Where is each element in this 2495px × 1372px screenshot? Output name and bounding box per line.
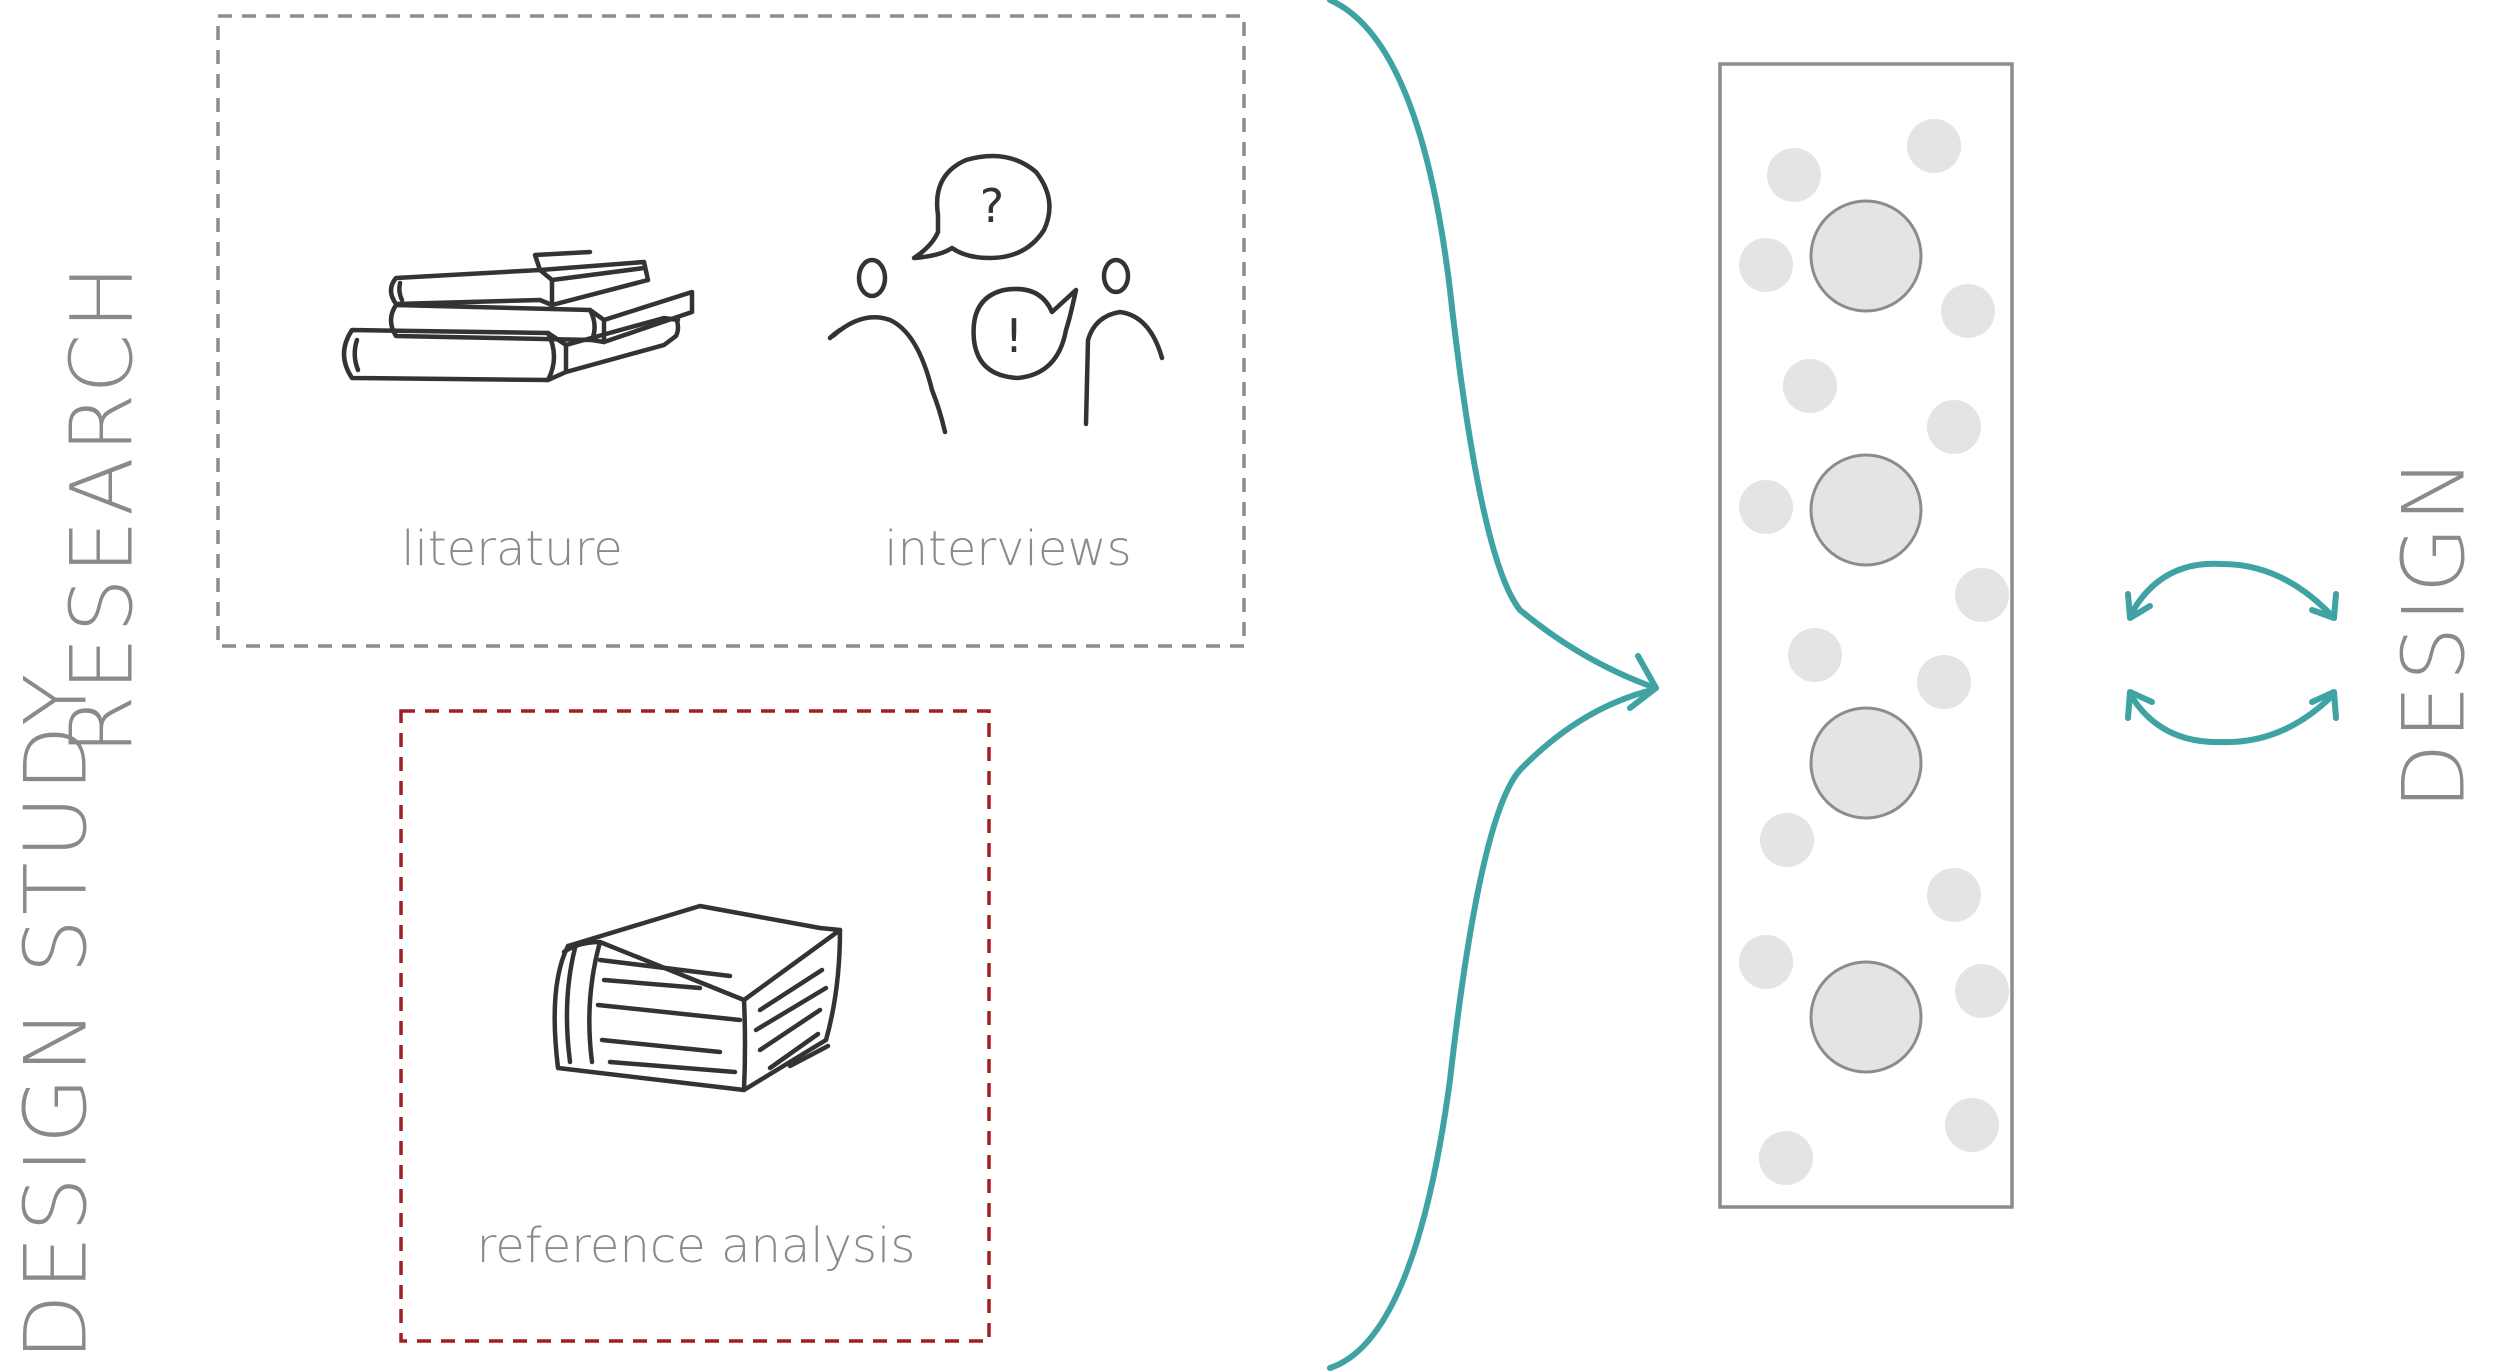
- cycle-arrowhead-top-left: [2125, 591, 2153, 621]
- question-mark: ?: [980, 179, 1004, 233]
- cycle-arrowhead-bottom-right: [2309, 689, 2339, 721]
- small-circle: [1783, 359, 1837, 413]
- literature-caption: literature: [401, 521, 623, 577]
- large-circles: [1809, 199, 1923, 1074]
- flow-arrow-bottom: [1327, 687, 1655, 1371]
- cycle-arc-bottom: [2127, 691, 2337, 746]
- small-circle: [1739, 238, 1793, 292]
- small-circle: [1739, 480, 1793, 534]
- small-circle: [1739, 935, 1793, 989]
- large-circle: [1809, 960, 1923, 1074]
- thick-book-icon: [552, 903, 843, 1093]
- small-circle: [1788, 628, 1842, 682]
- flow-arrow-top: [1327, 0, 1653, 689]
- large-circle: [1809, 706, 1923, 820]
- small-circle: [1945, 1098, 1999, 1152]
- cycle-arrowhead-top-right: [2309, 591, 2339, 621]
- design-study-box: [399, 709, 991, 1343]
- interviews-caption: interviews: [884, 521, 1131, 577]
- research-box: [216, 14, 1246, 648]
- book-stack-icon: [341, 249, 695, 383]
- small-circle: [1927, 868, 1981, 922]
- small-circle: [1760, 813, 1814, 867]
- small-circle: [1767, 148, 1821, 202]
- conversation-icon: [827, 153, 1165, 435]
- large-circle: [1809, 199, 1923, 313]
- flow-arrowhead: [1627, 653, 1659, 711]
- small-circle: [1917, 655, 1971, 709]
- small-circles: [1739, 119, 2009, 1185]
- small-circle: [1927, 400, 1981, 454]
- exclamation-mark: !: [1005, 309, 1023, 363]
- small-circle: [1907, 119, 1961, 173]
- design-study-label: DESIGN STUDY: [7, 670, 107, 1361]
- small-circle: [1955, 568, 2009, 622]
- cycle-arrowhead-bottom-left: [2125, 689, 2155, 721]
- iteration-cycle-icon: [2125, 560, 2339, 746]
- small-circle: [1955, 964, 2009, 1018]
- small-circle: [1941, 284, 1995, 338]
- design-label: DESIGN: [2385, 454, 2485, 810]
- research-label: RESEARCH: [53, 261, 153, 755]
- cycle-arc-top: [2127, 560, 2337, 621]
- reference-analysis-caption: reference analysis: [477, 1218, 916, 1274]
- large-circle: [1809, 453, 1923, 567]
- small-circle: [1759, 1131, 1813, 1185]
